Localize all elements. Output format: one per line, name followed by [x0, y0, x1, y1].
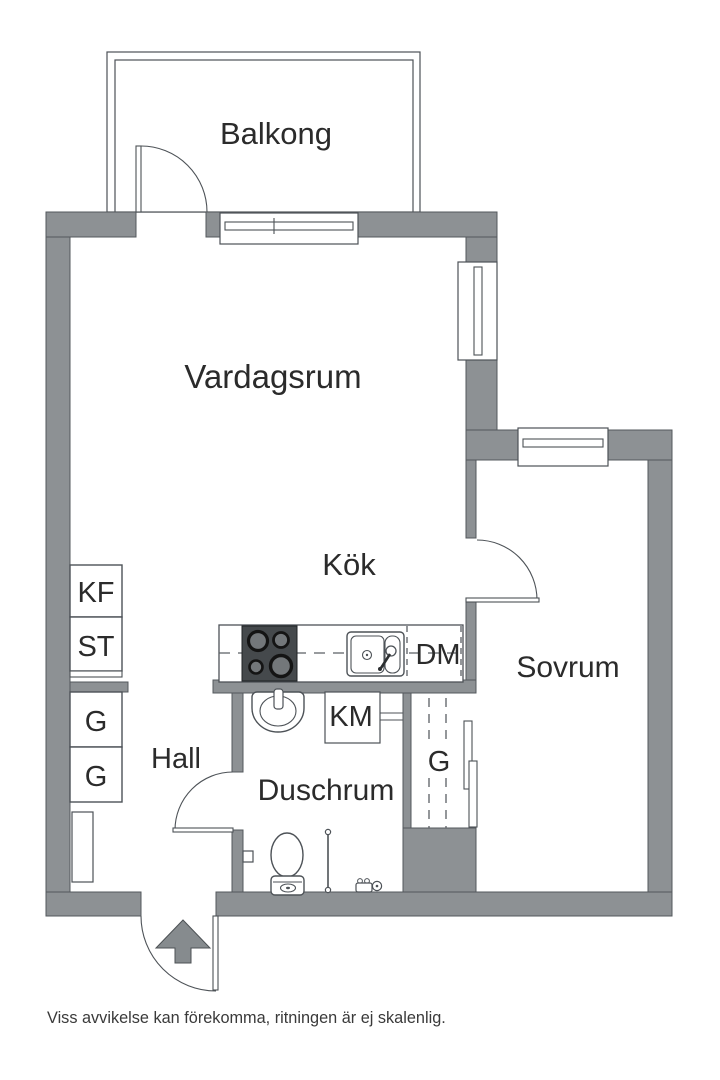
wall-bedroom-west-upper — [465, 459, 477, 539]
toilet — [270, 832, 305, 896]
wall-showerroom-west-upper — [231, 692, 244, 773]
label-washing-machine: KM — [329, 701, 373, 733]
label-living-room: Vardagsrum — [184, 358, 361, 395]
wall-east — [647, 459, 673, 917]
faucet-icon — [385, 645, 397, 657]
wall-block-southwest-bedroom — [402, 827, 477, 893]
kitchen-sink — [346, 631, 405, 677]
disclaimer-text: Viss avvikelse kan förekomma, ritningen … — [47, 1009, 446, 1027]
label-tall-cabinet: ST — [77, 631, 114, 663]
hall-cabinet-box — [71, 811, 94, 883]
sliding-door-panel-1 — [463, 720, 473, 790]
label-shower-room: Duschrum — [258, 774, 395, 807]
label-bedroom: Sovrum — [516, 651, 619, 684]
label-wardrobe-2: G — [85, 761, 108, 793]
wall-west — [45, 211, 71, 917]
wall-south-right — [215, 891, 673, 917]
cabinet-shelf — [69, 670, 123, 678]
bedroom-door — [465, 539, 540, 603]
showerroom-fixtures — [242, 688, 403, 896]
wall-bedroom-west-lower — [465, 600, 477, 681]
cabinet-column — [69, 564, 123, 883]
wardrobe-2-box — [69, 746, 123, 803]
room-labels: Balkong Vardagsrum Kök Sovrum Hall Dusch… — [151, 116, 620, 807]
wall-showerroom-east — [402, 692, 412, 833]
label-dishwasher: DM — [415, 639, 460, 671]
burner-medium — [272, 631, 290, 649]
burner-xlarge — [268, 653, 294, 679]
windows — [219, 212, 609, 467]
label-fridge-freezer: KF — [77, 577, 114, 609]
kitchen-counter — [218, 624, 464, 683]
shower-rail — [324, 828, 332, 894]
wall-north-left — [45, 211, 137, 238]
burner-large — [246, 629, 270, 653]
entrance-door — [140, 915, 219, 992]
showerroom-door — [172, 771, 234, 833]
label-wardrobe-bedroom: G — [428, 746, 451, 778]
bedroom-wardrobe — [427, 698, 478, 828]
door-stop — [242, 850, 254, 863]
washbasin — [251, 688, 305, 733]
window-livingroom-east — [457, 261, 498, 361]
tall-cabinet-box — [69, 616, 123, 672]
appliance-labels: DM KM KF ST G G G — [77, 577, 460, 793]
window-bedroom-north — [517, 427, 609, 467]
burner-small — [248, 659, 264, 675]
stove — [241, 625, 298, 682]
washing-machine-box — [324, 691, 403, 744]
basin-faucet-icon — [273, 688, 284, 710]
wall-south-left — [45, 891, 142, 917]
label-wardrobe-1: G — [85, 706, 108, 738]
balcony-outline — [106, 51, 421, 213]
sliding-door-panel-2 — [468, 760, 478, 828]
doors — [135, 145, 540, 992]
balcony-door — [135, 145, 208, 213]
floor-drain-mixer — [355, 878, 383, 893]
wall-showerroom-west-lower — [231, 829, 244, 893]
label-kitchen: Kök — [322, 547, 376, 582]
label-balcony: Balkong — [220, 116, 332, 151]
entrance-arrow — [154, 919, 212, 964]
window-livingroom-north — [219, 212, 359, 245]
wall-stub-hall — [69, 681, 129, 693]
label-hall: Hall — [151, 743, 201, 775]
